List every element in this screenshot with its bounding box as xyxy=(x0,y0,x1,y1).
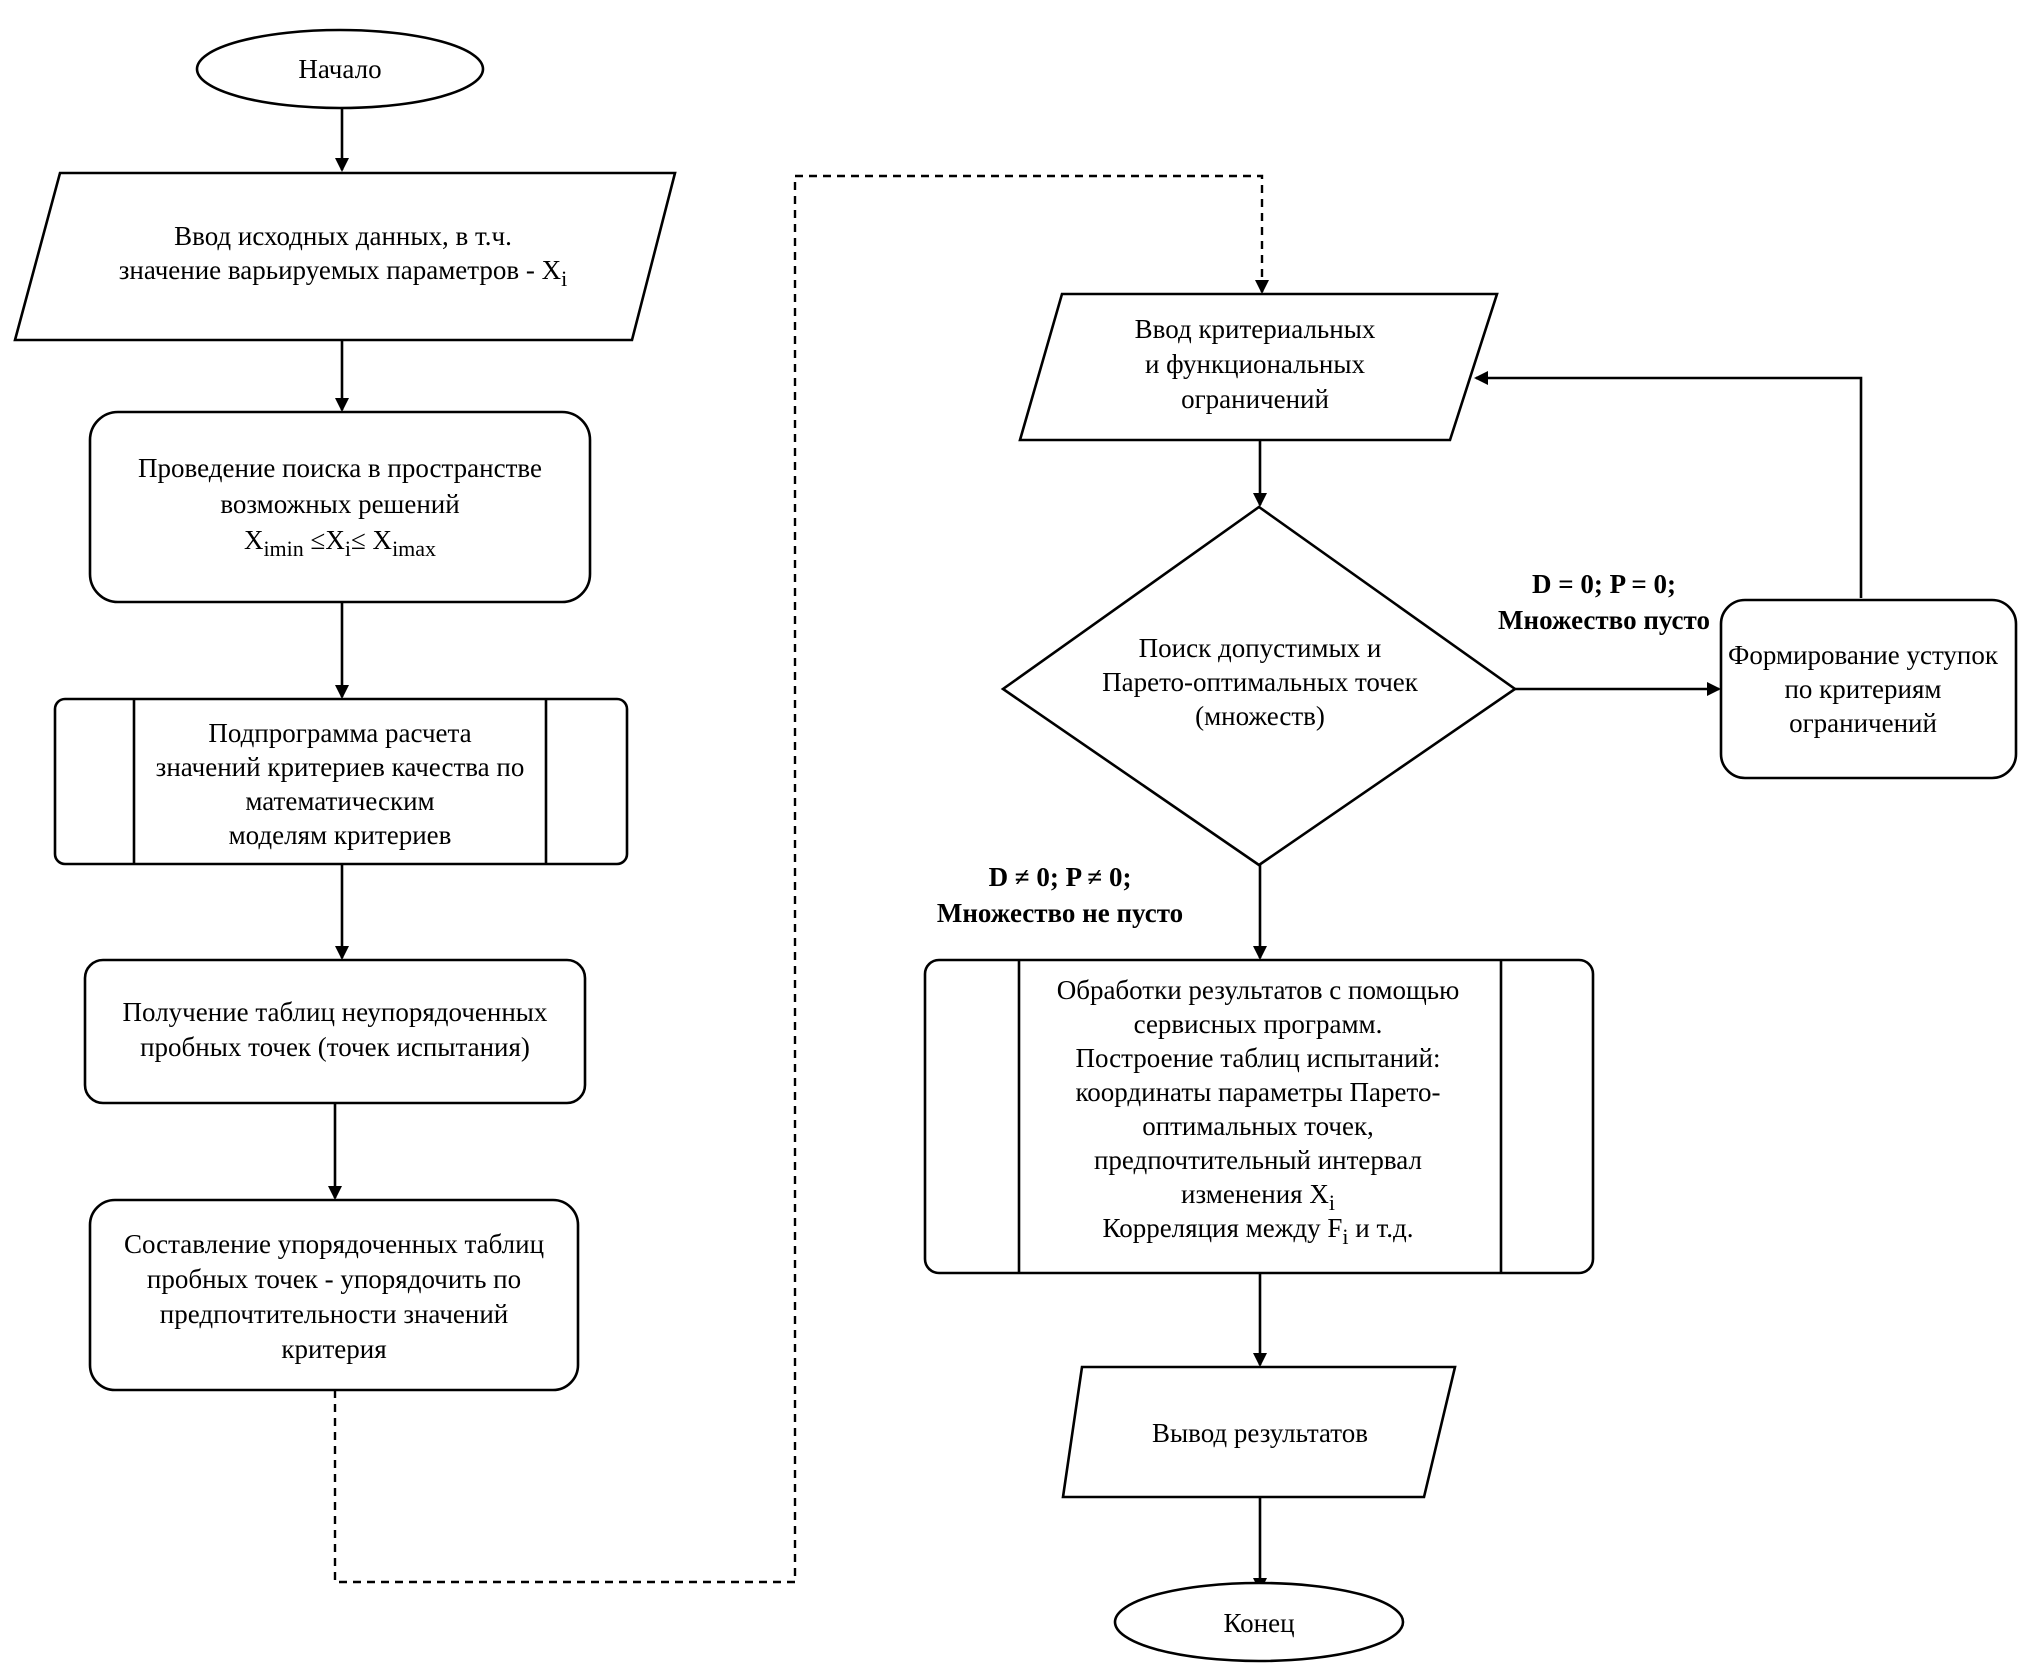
node-start: Начало xyxy=(195,28,485,110)
node-end: Конец xyxy=(1113,1581,1405,1663)
text-line: Множество не пусто xyxy=(937,898,1183,928)
dashed-connector xyxy=(333,174,1264,1584)
text-line: Начало xyxy=(298,54,381,84)
text-line: оптимальных точек, xyxy=(1142,1111,1374,1141)
text-line: Составление упорядоченных таблиц xyxy=(124,1229,544,1259)
node-unordered-tables: Получение таблиц неупорядоченных пробных … xyxy=(83,958,587,1105)
edge-label-empty-set: D = 0; P = 0; Множество пусто xyxy=(1498,569,1710,635)
node-ordered-tables: Составление упорядоченных таблиц пробных … xyxy=(88,1198,580,1392)
edge-label-nonempty-set: D ≠ 0; P ≠ 0; Множество не пусто xyxy=(937,862,1183,928)
input-data-label: Ввод исходных данных, в т.ч. значение вар… xyxy=(119,221,568,291)
text-line: Подпрограмма расчета xyxy=(208,718,471,748)
text-line: D = 0; P = 0; xyxy=(1532,569,1676,599)
text-line: Конец xyxy=(1223,1608,1294,1638)
node-concessions: Формирование уступок по критериям ограниче… xyxy=(1719,598,2018,780)
end-label: Конец xyxy=(1223,1608,1294,1638)
text-line: Построение таблиц испытаний: xyxy=(1075,1043,1440,1073)
text-line: D ≠ 0; P ≠ 0; xyxy=(989,862,1132,892)
text-line: Корреляция между Fi и т.д. xyxy=(1103,1213,1414,1249)
subprogram-criteria-label: Подпрограмма расчета значений критериев к… xyxy=(156,718,525,850)
text-line: Обработки результатов с помощью xyxy=(1057,975,1460,1005)
text-line: (множеств) xyxy=(1195,701,1325,731)
text-line: значение варьируемых параметров - Xi xyxy=(119,255,568,291)
text-line: Получение таблиц неупорядоченных xyxy=(123,997,548,1027)
text-line: Ввод исходных данных, в т.ч. xyxy=(174,221,512,251)
text-line: по критериям xyxy=(1784,674,1941,704)
results-processing-label: Обработки результатов с помощью сервисных… xyxy=(1057,975,1460,1249)
start-label: Начало xyxy=(298,54,381,84)
text-line: ограничений xyxy=(1181,384,1329,414)
text-line: ограничений xyxy=(1789,708,1937,738)
text-line: Формирование уступок xyxy=(1728,640,1999,670)
text-line: предпочтительности значений xyxy=(160,1299,509,1329)
text-line: моделям критериев xyxy=(229,820,452,850)
text-line: координаты параметры Парето- xyxy=(1076,1077,1441,1107)
search-space-label: Проведение поиска в пространстве возможны… xyxy=(138,453,542,561)
text-line: предпочтительный интервал xyxy=(1094,1145,1422,1175)
connectors xyxy=(328,108,1863,1592)
text-line: пробных точек - упорядочить по xyxy=(147,1264,521,1294)
node-pareto-search: Поиск допустимых и Парето-оптимальных точ… xyxy=(1000,505,1518,867)
text-line: Поиск допустимых и xyxy=(1139,633,1382,663)
text-line: Парето-оптимальных точек xyxy=(1102,667,1419,697)
node-output-results: Вывод результатов xyxy=(1061,1365,1457,1499)
text-line: критерия xyxy=(281,1334,386,1364)
arrow-concessions-to-criteria xyxy=(1474,371,1863,598)
unordered-tables-label: Получение таблиц неупорядоченных пробных … xyxy=(123,997,548,1062)
text-line: математическим xyxy=(245,786,434,816)
node-criteria-input: Ввод критериальных и функциональных ограни… xyxy=(1018,292,1499,442)
text-line: и функциональных xyxy=(1145,349,1366,379)
output-results-label: Вывод результатов xyxy=(1152,1418,1368,1448)
text-line: пробных точек (точек испытания) xyxy=(140,1032,530,1062)
node-search-space: Проведение поиска в пространстве возможны… xyxy=(88,410,592,604)
ordered-tables-label: Составление упорядоченных таблиц пробных … xyxy=(124,1229,544,1364)
text-line: Множество пусто xyxy=(1498,605,1710,635)
node-subprogram-criteria: Подпрограмма расчета значений критериев к… xyxy=(53,697,629,866)
text-line: изменения Xi xyxy=(1181,1179,1335,1215)
text-line: возможных решений xyxy=(220,489,459,519)
text-line: сервисных программ. xyxy=(1134,1009,1383,1039)
node-results-processing: Обработки результатов с помощью сервисных… xyxy=(923,958,1595,1275)
text-line: Проведение поиска в пространстве xyxy=(138,453,542,483)
pareto-search-label: Поиск допустимых и Парето-оптимальных точ… xyxy=(1102,633,1419,731)
criteria-input-label: Ввод критериальных и функциональных ограни… xyxy=(1135,314,1376,414)
concessions-label: Формирование уступок по критериям ограниче… xyxy=(1728,640,1999,738)
text-line: Ximin ≤Xi≤ Ximax xyxy=(244,525,436,561)
text-line: Вывод результатов xyxy=(1152,1418,1368,1448)
text-line: значений критериев качества по xyxy=(156,752,525,782)
text-line: Ввод критериальных xyxy=(1135,314,1376,344)
node-input-data: Ввод исходных данных, в т.ч. значение вар… xyxy=(13,171,677,342)
